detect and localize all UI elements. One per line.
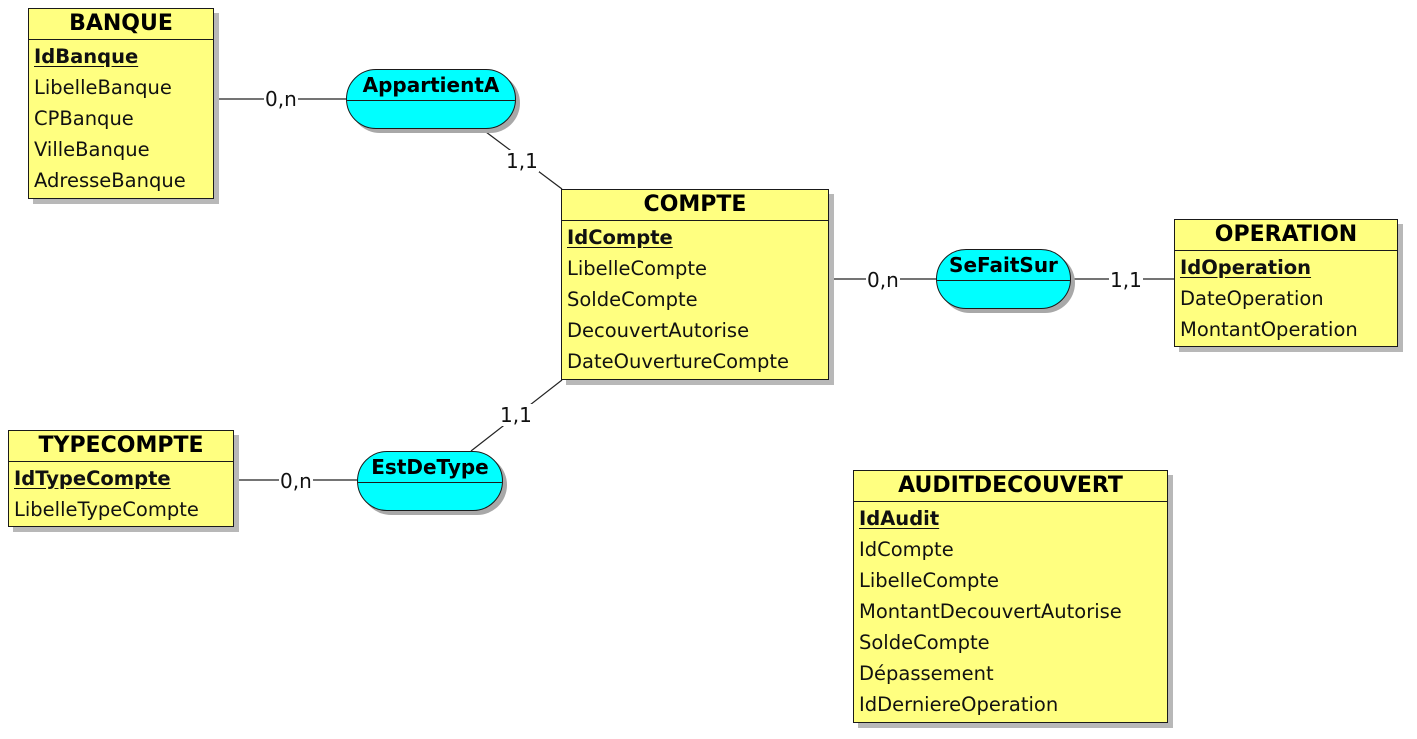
entity-attribute: MontantDecouvertAutorise [859, 600, 1122, 623]
entity-compte[interactable]: COMPTE IdCompte LibelleCompte SoldeCompt… [561, 189, 829, 380]
entity-attribute: LibelleBanque [34, 76, 172, 99]
entity-title: OPERATION [1175, 220, 1397, 251]
entity-title: COMPTE [562, 190, 828, 221]
entity-attribute: SoldeCompte [859, 631, 990, 654]
entity-attribute: IdCompte [859, 538, 954, 561]
association-name: EstDeType [358, 452, 502, 483]
entity-attribute: LibelleTypeCompte [14, 498, 199, 521]
cardinality-sefaitsur-operation: 1,1 [1109, 268, 1143, 292]
entity-attribute: SoldeCompte [567, 288, 698, 311]
entity-key-attribute: IdOperation [1180, 256, 1312, 279]
entity-attribute: DateOuvertureCompte [567, 350, 790, 373]
entity-attribute: LibelleCompte [567, 257, 708, 280]
entity-attribute: CPBanque [34, 107, 134, 130]
entity-attribute: LibelleCompte [859, 569, 1000, 592]
entity-banque[interactable]: BANQUE IdBanque LibelleBanque CPBanque V… [28, 8, 214, 199]
association-name: AppartientA [347, 70, 515, 101]
association-appartienta[interactable]: AppartientA [346, 69, 516, 129]
entity-attribute: AdresseBanque [34, 169, 186, 192]
cardinality-appartienta-compte: 1,1 [505, 149, 539, 173]
association-name: SeFaitSur [937, 250, 1070, 281]
entity-title: TYPECOMPTE [9, 431, 233, 462]
entity-auditdecouvert[interactable]: AUDITDECOUVERT IdAudit IdCompte LibelleC… [853, 470, 1168, 723]
association-estdetype[interactable]: EstDeType [357, 451, 503, 511]
entity-operation[interactable]: OPERATION IdOperation DateOperation Mont… [1174, 219, 1398, 347]
entity-title: AUDITDECOUVERT [854, 471, 1167, 502]
cardinality-compte-sefaitsur: 0,n [866, 268, 900, 292]
association-sefaitsur[interactable]: SeFaitSur [936, 249, 1071, 309]
cardinality-banque-appartienta: 0,n [264, 87, 298, 111]
entity-key-attribute: IdAudit [859, 507, 940, 530]
entity-key-attribute: IdBanque [34, 45, 139, 68]
entity-attribute: VilleBanque [34, 138, 150, 161]
entity-attribute: MontantOperation [1180, 318, 1358, 341]
entity-attribute: DateOperation [1180, 287, 1324, 310]
entity-title: BANQUE [29, 9, 213, 40]
cardinality-typecompte-estdetype: 0,n [279, 469, 313, 493]
entity-attribute: DecouvertAutorise [567, 319, 750, 342]
entity-key-attribute: IdTypeCompte [14, 467, 171, 490]
entity-typecompte[interactable]: TYPECOMPTE IdTypeCompte LibelleTypeCompt… [8, 430, 234, 527]
entity-attribute: IdDerniereOperation [859, 693, 1059, 716]
entity-attribute: Dépassement [859, 662, 994, 685]
entity-key-attribute: IdCompte [567, 226, 673, 249]
cardinality-compte-estdetype: 1,1 [499, 403, 533, 427]
